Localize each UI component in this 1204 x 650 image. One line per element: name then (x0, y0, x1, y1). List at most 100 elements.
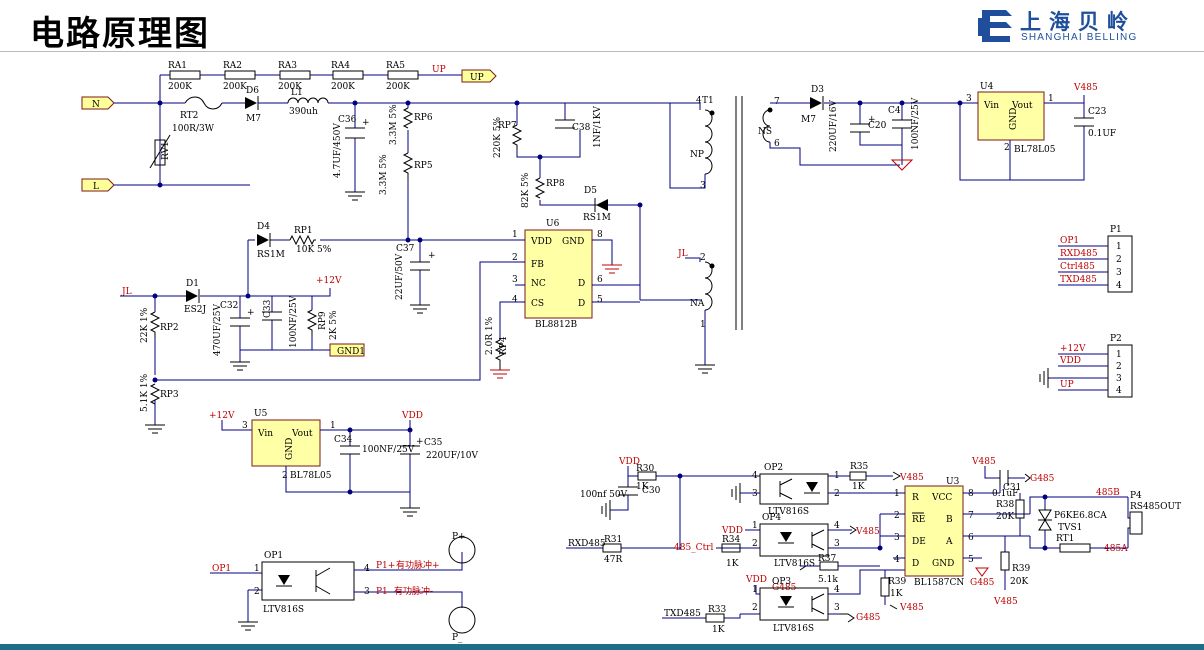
svg-text:2K 5%: 2K 5% (329, 310, 339, 340)
svg-text:C33: C33 (263, 299, 273, 318)
svg-text:0.1uF: 0.1uF (992, 489, 1018, 499)
svg-text:2: 2 (894, 511, 900, 521)
varistor-rv1: RV1 (149, 134, 171, 169)
net-vdd-op3-label: VDD (745, 575, 767, 585)
net-flag-l: L (81, 178, 115, 192)
net-vdd-label: VDD (401, 411, 423, 421)
svg-text:RA3: RA3 (278, 61, 297, 71)
net-485b-label: 485B (1096, 488, 1120, 498)
capacitor-c38: C38 (555, 119, 591, 133)
svg-text:3: 3 (512, 275, 518, 285)
svg-text:C36: C36 (338, 115, 357, 125)
svg-text:OP2: OP2 (764, 463, 783, 473)
net-v485-r39b-label: V485 (993, 597, 1018, 607)
svg-text:2: 2 (1004, 143, 1010, 153)
svg-text:RA2: RA2 (223, 61, 242, 71)
svg-text:RP1: RP1 (294, 226, 313, 236)
svg-text:+: + (247, 308, 255, 318)
svg-text:P4: P4 (1130, 491, 1142, 501)
svg-text:2: 2 (1116, 362, 1122, 372)
svg-text:P+: P+ (452, 532, 466, 542)
svg-text:RXD485: RXD485 (1060, 249, 1098, 259)
capacitor-c30: C30 100nf 50V (580, 486, 661, 500)
net-v485-c31-label: V485 (971, 457, 996, 467)
capacitor-c37: + C37 22UF/50V (395, 244, 436, 300)
logo-text-en: SHANGHAI BELLING (1021, 32, 1138, 43)
ground-symbol (731, 483, 741, 503)
capacitor-c20: + C20 (850, 103, 902, 146)
svg-text:CS: CS (531, 299, 544, 309)
terminal-p-minus: P_ (448, 606, 476, 643)
svg-text:6: 6 (597, 275, 603, 285)
svg-text:VDD: VDD (1059, 356, 1081, 366)
svg-text:R38: R38 (996, 500, 1015, 510)
svg-text:RP5: RP5 (414, 161, 433, 171)
svg-text:220UF/10V: 220UF/10V (426, 451, 478, 461)
svg-text:1K: 1K (890, 589, 903, 599)
svg-text:2: 2 (752, 603, 758, 613)
svg-text:LTV816S: LTV816S (774, 559, 815, 569)
svg-text:NC: NC (531, 279, 546, 289)
svg-text:2: 2 (1116, 255, 1122, 265)
svg-text:A: A (945, 537, 953, 547)
svg-text:C32: C32 (220, 301, 238, 311)
svg-text:C23: C23 (1088, 107, 1107, 117)
svg-text:ES2J: ES2J (184, 305, 206, 315)
net-jl-aux-label: JL (121, 287, 132, 297)
c20-value: 220UF/16V (829, 100, 839, 152)
capacitor-c36: + C36 4.7UF/450V (333, 115, 370, 178)
net-12v-u5-label: +12V (209, 411, 235, 421)
svg-text:C31: C31 (1003, 483, 1021, 493)
net-jl-label: JL (677, 249, 688, 259)
svg-text:RS1M: RS1M (257, 250, 285, 260)
svg-text:RA5: RA5 (386, 61, 405, 71)
svg-text:2: 2 (282, 471, 288, 481)
resistor-rp5: RP5 3.3M 5% (379, 152, 433, 195)
svg-text:R39: R39 (1012, 564, 1031, 574)
svg-text:+: + (416, 437, 424, 447)
net-vdd-r30-label: VDD (618, 457, 640, 467)
svg-text:R: R (912, 493, 919, 503)
svg-text:P1: P1 (1110, 225, 1122, 235)
svg-text:RP4: RP4 (499, 336, 509, 355)
svg-text:100NF/25V: 100NF/25V (289, 295, 299, 348)
svg-text:20K: 20K (996, 512, 1014, 522)
svg-text:+12V: +12V (1060, 344, 1086, 354)
svg-text:5.1K 1%: 5.1K 1% (140, 373, 150, 412)
svg-text:220K 5%: 220K 5% (493, 117, 503, 158)
svg-text:4: 4 (1116, 386, 1122, 396)
resistor-ra3: RA3 200K (278, 61, 311, 92)
ground-symbol (230, 361, 250, 371)
svg-text:1K: 1K (726, 559, 739, 569)
svg-text:VDD: VDD (530, 237, 552, 247)
net-v485-r35-label: V485 (899, 473, 924, 483)
svg-text:RP2: RP2 (160, 323, 179, 333)
svg-text:BL78L05: BL78L05 (290, 471, 332, 481)
resistor-rp9: RP9 2K 5% (306, 309, 339, 340)
svg-text:L: L (93, 182, 99, 192)
svg-text:200K: 200K (331, 82, 355, 92)
svg-text:7: 7 (968, 511, 974, 521)
svg-text:200K: 200K (168, 82, 192, 92)
svg-text:L1: L1 (291, 88, 303, 98)
svg-text:4: 4 (364, 564, 370, 574)
svg-text:RV1: RV1 (161, 141, 171, 160)
svg-text:2: 2 (700, 253, 706, 263)
svg-text:RE: RE (912, 515, 925, 525)
svg-text:R33: R33 (708, 605, 727, 615)
svg-text:5.1k: 5.1k (818, 575, 838, 585)
svg-text:C37: C37 (396, 244, 415, 254)
ground-symbol (238, 621, 258, 631)
connector-p4: P4 RS485OUT (1127, 491, 1181, 548)
svg-text:RP3: RP3 (160, 390, 179, 400)
svg-text:200K: 200K (278, 82, 302, 92)
svg-text:1: 1 (1116, 242, 1122, 252)
